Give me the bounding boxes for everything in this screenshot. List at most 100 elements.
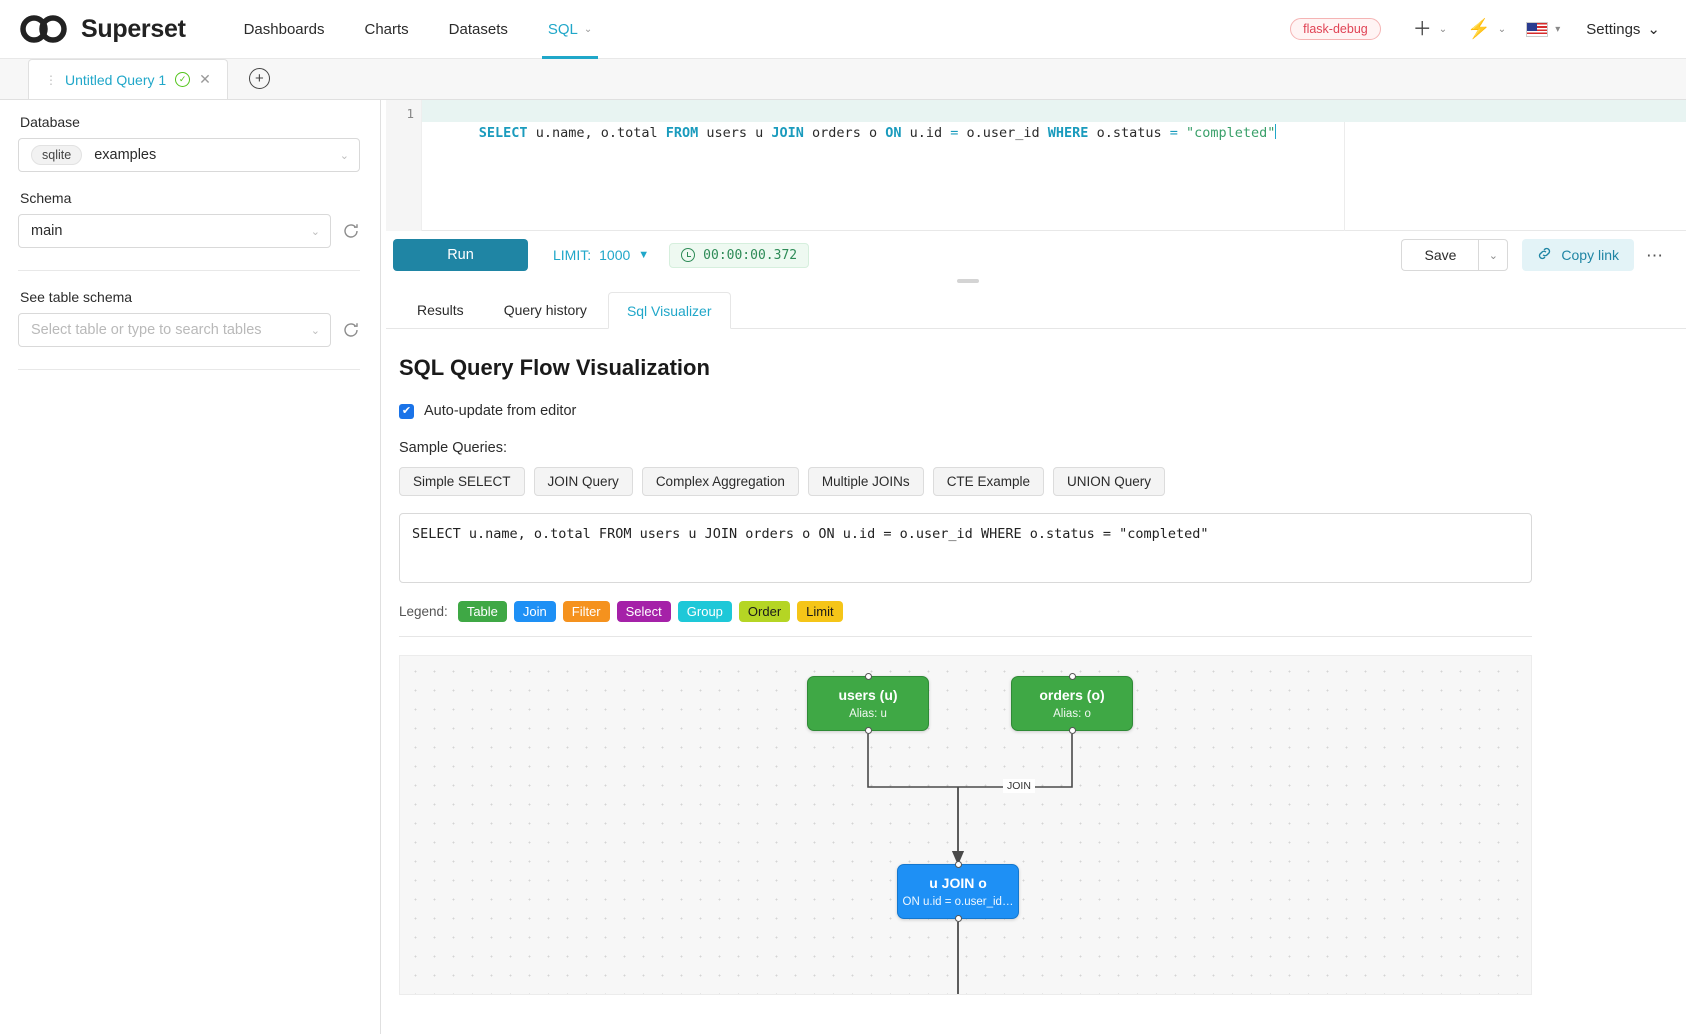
database-select[interactable]: sqlite examples ⌄ (18, 138, 360, 172)
sample-queries-row: Simple SELECT JOIN Query Complex Aggregati… (399, 467, 1652, 496)
table-select-placeholder: Select table or type to search tables (31, 322, 262, 338)
nav-dashboards-label: Dashboards (243, 20, 325, 38)
schema-value: main (31, 223, 63, 239)
sample-query-button-5[interactable]: UNION Query (1052, 467, 1165, 496)
flow-node-orders[interactable]: orders (o)Alias: o (1011, 673, 1133, 734)
save-button-group: Save ⌄ (1401, 239, 1509, 271)
auto-update-checkbox[interactable]: ✔ (399, 403, 414, 419)
legend-chip-select: Select (616, 601, 671, 622)
caret-down-icon: ▾ (1555, 23, 1561, 35)
schema-row: main ⌄ (18, 214, 360, 248)
text-cursor (1275, 124, 1277, 139)
code-token: SELECT (478, 125, 528, 141)
flow-node-subtitle: ON u.id = o.user_id… (902, 896, 1014, 909)
run-button[interactable]: Run (393, 239, 528, 271)
sample-query-button-0[interactable]: Simple SELECT (399, 467, 525, 496)
nav-charts[interactable]: Charts (344, 0, 428, 59)
line-number: 1 (406, 106, 414, 121)
nav-datasets[interactable]: Datasets (429, 0, 528, 59)
code-token: u.id (901, 125, 951, 141)
sample-query-button-4[interactable]: CTE Example (932, 467, 1044, 496)
flow-edges (867, 734, 1073, 994)
copy-link-label: Copy link (1561, 247, 1619, 263)
result-tabs: Results Query history Sql Visualizer (386, 288, 1686, 329)
brand-super: Super (81, 14, 151, 43)
sample-query-button-1[interactable]: JOIN Query (533, 467, 633, 496)
node-port-top[interactable] (954, 861, 962, 868)
panel-divider (18, 270, 360, 271)
legend-chip-join: Join (513, 601, 556, 622)
code-token: o.status (1088, 125, 1170, 141)
copy-link-button[interactable]: Copy link (1522, 239, 1634, 271)
chevron-down-icon: ⌄ (583, 23, 593, 35)
top-navbar: Superset Dashboards Charts Datasets SQL … (0, 0, 1686, 59)
bolt-menu[interactable]: ⚡ ⌄ (1457, 20, 1516, 39)
tab-query-history[interactable]: Query history (485, 291, 606, 328)
chevron-down-icon: ⌄ (1647, 21, 1660, 38)
code-token: o.user_id (958, 125, 1048, 141)
database-engine-chip: sqlite (31, 145, 83, 165)
caret-down-icon: ▼ (638, 249, 650, 261)
limit-label: LIMIT: (553, 247, 592, 263)
schema-select[interactable]: main ⌄ (18, 214, 331, 248)
bolt-icon: ⚡ (1467, 18, 1491, 40)
nav-sql[interactable]: SQL ⌄ (528, 0, 612, 59)
node-port-bottom[interactable] (864, 727, 872, 734)
nav-sql-label: SQL (547, 20, 578, 38)
visualizer-content: SQL Query Flow Visualization ✔ Auto-upda… (386, 329, 1686, 995)
flow-node-users[interactable]: users (u)Alias: u (807, 673, 929, 734)
more-horizontal-icon[interactable]: ⋯ (1646, 245, 1664, 265)
flow-node-title: u JOIN o (929, 874, 987, 891)
nav-dashboards[interactable]: Dashboards (224, 0, 345, 59)
close-icon[interactable]: ✕ (199, 71, 211, 87)
query-tab-untitled-query-1[interactable]: ⋮ Untitled Query 1 ✓ ✕ (28, 59, 228, 99)
flow-node-title: orders (o) (1039, 686, 1105, 703)
tab-sql-visualizer[interactable]: Sql Visualizer (607, 292, 731, 329)
superset-logo[interactable]: Superset (20, 15, 186, 44)
toolbar-right: Save ⌄ Copy link ⋯ (1401, 239, 1664, 271)
code-token: ON (885, 125, 902, 141)
table-select[interactable]: Select table or type to search tables ⌄ (18, 313, 331, 347)
refresh-icon[interactable] (342, 321, 360, 339)
node-port-top[interactable] (1068, 673, 1076, 680)
flow-node-join[interactable]: u JOIN o ON u.id = o.user_id… (897, 861, 1019, 922)
add-tab-icon[interactable]: + (248, 68, 270, 89)
sample-query-button-2[interactable]: Complex Aggregation (641, 467, 799, 496)
node-port-bottom[interactable] (1068, 727, 1076, 734)
link-icon (1537, 246, 1552, 264)
chevron-down-icon: ⌄ (1497, 23, 1507, 35)
sql-editor[interactable]: 1 SELECT u.name, o.total FROM users u JO… (386, 100, 1686, 231)
limit-dropdown[interactable]: LIMIT: 1000 ▼ (553, 247, 649, 263)
drag-grip-icon[interactable]: ⋮ (45, 72, 57, 87)
save-button[interactable]: Save (1401, 239, 1479, 271)
language-menu[interactable]: ▾ (1516, 21, 1570, 37)
editor-code-line[interactable]: SELECT u.name, o.total FROM users u JOIN… (422, 100, 1686, 141)
node-port-top[interactable] (864, 673, 872, 680)
nav-links: Dashboards Charts Datasets SQL ⌄ (224, 0, 613, 59)
code-token: JOIN (771, 125, 804, 141)
flow-node-subtitle: Alias: u (849, 708, 887, 721)
sql-input-textarea[interactable] (399, 513, 1532, 583)
save-dropdown-button[interactable]: ⌄ (1478, 239, 1509, 271)
refresh-icon[interactable] (342, 222, 360, 240)
brand-text: Superset (81, 15, 186, 44)
database-value: examples (94, 147, 157, 163)
sample-query-button-3[interactable]: Multiple JOINs (807, 467, 924, 496)
editor-body[interactable] (422, 122, 1686, 230)
query-timer: 00:00:00.372 (669, 242, 810, 268)
panel-resize-handle[interactable] (957, 279, 979, 283)
code-token: users u (698, 125, 772, 141)
node-port-bottom[interactable] (954, 915, 962, 922)
tab-results[interactable]: Results (398, 291, 483, 328)
code-token: u.name, o.total (527, 125, 666, 141)
new-item-menu[interactable]: ＋ ⌄ (1403, 20, 1457, 39)
legend-chip-group: Group (677, 601, 732, 622)
settings-menu[interactable]: Settings ⌄ (1570, 20, 1666, 39)
brand-set: set (150, 14, 186, 43)
settings-label: Settings (1586, 20, 1641, 38)
superset-mark-icon (20, 15, 72, 43)
us-flag-icon (1526, 21, 1549, 37)
code-token: FROM (665, 125, 699, 141)
visualizer-divider (399, 636, 1532, 637)
